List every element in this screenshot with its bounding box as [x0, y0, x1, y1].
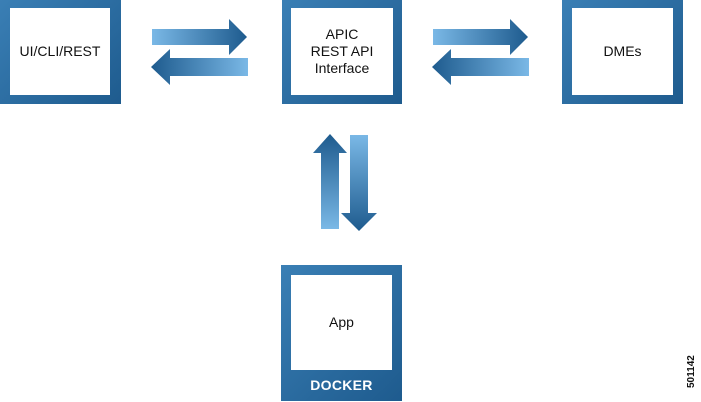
apic-label-line-3: Interface — [314, 60, 370, 76]
apic-label-line-2: REST API — [310, 43, 374, 59]
app-label: App — [329, 314, 354, 330]
apic-rest-api-panel: APIC REST API Interface — [291, 8, 393, 95]
figure-id-label: 501142 — [686, 355, 697, 388]
dmes-label: DMEs — [603, 43, 642, 59]
ui-cli-rest-label: UI/CLI/REST — [19, 43, 101, 59]
arrow-apic-to-ui — [151, 49, 248, 85]
arrow-dmes-to-apic — [432, 49, 529, 85]
arrow-app-to-apic — [313, 134, 347, 229]
dmes-box: DMEs — [562, 0, 683, 104]
arrow-apic-to-app — [341, 135, 377, 231]
apic-rest-api-box: APIC REST API Interface — [282, 0, 402, 104]
app-panel: App — [291, 275, 392, 370]
docker-container-box: App DOCKER — [281, 265, 402, 401]
arrow-ui-to-apic — [152, 19, 247, 55]
docker-label: DOCKER — [310, 377, 373, 393]
arrow-apic-to-dmes — [433, 19, 528, 55]
dmes-panel: DMEs — [572, 8, 673, 95]
ui-cli-rest-box: UI/CLI/REST — [0, 0, 121, 104]
apic-label-line-1: APIC — [325, 26, 359, 42]
ui-cli-rest-panel: UI/CLI/REST — [10, 8, 110, 95]
